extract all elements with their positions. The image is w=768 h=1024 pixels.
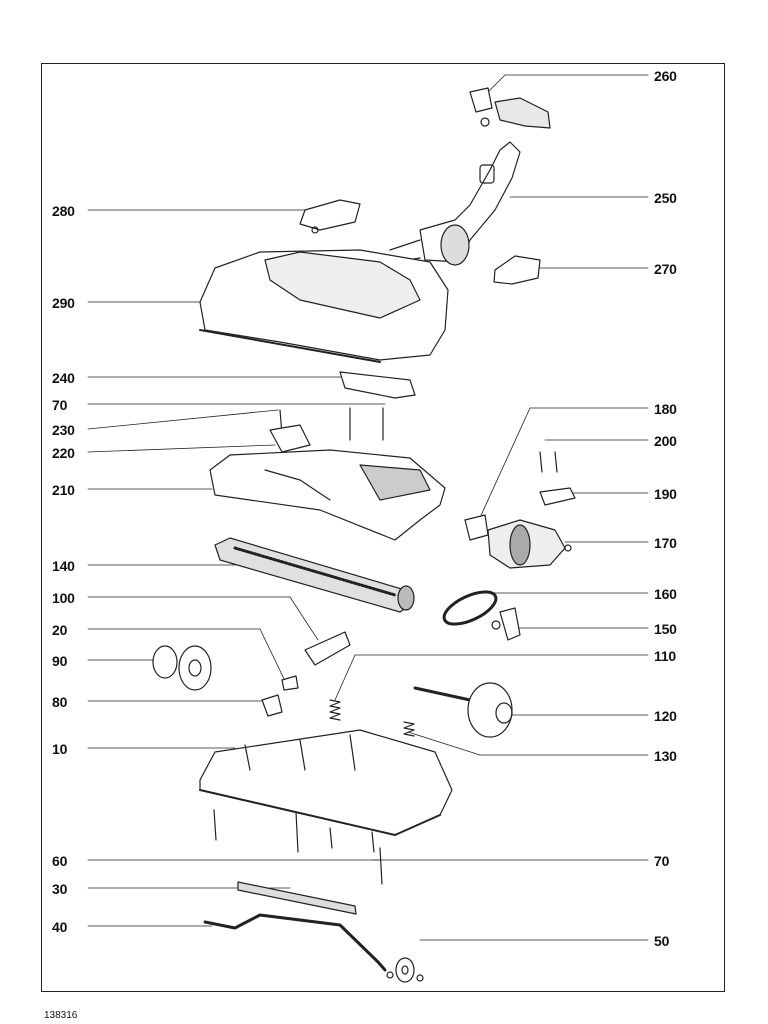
part-40-rod xyxy=(203,913,387,972)
part-290-hood xyxy=(199,249,449,363)
part-260-cover xyxy=(469,87,551,129)
part-220-switch xyxy=(269,424,311,453)
drawing-code: 138316 xyxy=(44,1010,78,1021)
part-80-pedal xyxy=(261,694,283,717)
part-200-screws xyxy=(539,451,558,473)
label-160: 160 xyxy=(654,586,677,602)
label-220: 220 xyxy=(52,445,75,461)
label-180: 180 xyxy=(654,401,677,417)
label-150: 150 xyxy=(654,621,677,637)
label-30: 30 xyxy=(52,881,68,897)
label-90: 90 xyxy=(52,653,68,669)
label-50: 50 xyxy=(654,933,670,949)
label-170: 170 xyxy=(654,535,677,551)
label-210: 210 xyxy=(52,482,75,498)
part-30-strip xyxy=(237,881,357,915)
label-190: 190 xyxy=(654,486,677,502)
part-130-spring xyxy=(403,721,415,737)
label-260: 260 xyxy=(654,68,677,84)
label-100: 100 xyxy=(52,590,75,606)
label-270: 270 xyxy=(654,261,677,277)
label-200: 200 xyxy=(654,433,677,449)
label-140: 140 xyxy=(52,558,75,574)
label-110: 110 xyxy=(654,648,676,664)
label-70-upper: 70 xyxy=(52,397,68,413)
part-170-motor xyxy=(487,519,572,569)
label-20: 20 xyxy=(52,622,68,638)
part-140-brushroll xyxy=(214,537,415,613)
label-130: 130 xyxy=(654,748,677,764)
label-280: 280 xyxy=(52,203,75,219)
label-120: 120 xyxy=(654,708,677,724)
leader-lines xyxy=(87,74,649,941)
part-150-bracket xyxy=(491,607,521,641)
part-190-bracket xyxy=(539,487,576,506)
part-20-latch xyxy=(281,675,299,691)
part-100-plate xyxy=(304,631,351,666)
label-40: 40 xyxy=(52,919,68,935)
part-280-clip xyxy=(299,199,361,234)
part-120-wheel xyxy=(413,682,513,738)
part-210-upper-housing xyxy=(209,449,446,541)
part-240-bracket xyxy=(339,371,416,399)
part-250-handle xyxy=(389,141,521,266)
diagram-frame xyxy=(41,63,725,992)
part-270-clip xyxy=(493,255,541,285)
part-160-belt xyxy=(442,590,498,626)
part-180-holder xyxy=(464,514,489,541)
label-240: 240 xyxy=(52,370,75,386)
label-230: 230 xyxy=(52,422,75,438)
part-110-spring xyxy=(329,699,341,721)
label-10: 10 xyxy=(52,741,68,757)
part-90-wheel xyxy=(152,645,212,691)
screws-60-70 xyxy=(213,809,383,885)
label-60: 60 xyxy=(52,853,68,869)
label-250: 250 xyxy=(654,190,677,206)
part-50-wheel xyxy=(386,957,424,983)
label-80: 80 xyxy=(52,694,68,710)
part-10-base xyxy=(199,729,453,836)
label-290: 290 xyxy=(52,295,75,311)
label-70-lower: 70 xyxy=(654,853,670,869)
